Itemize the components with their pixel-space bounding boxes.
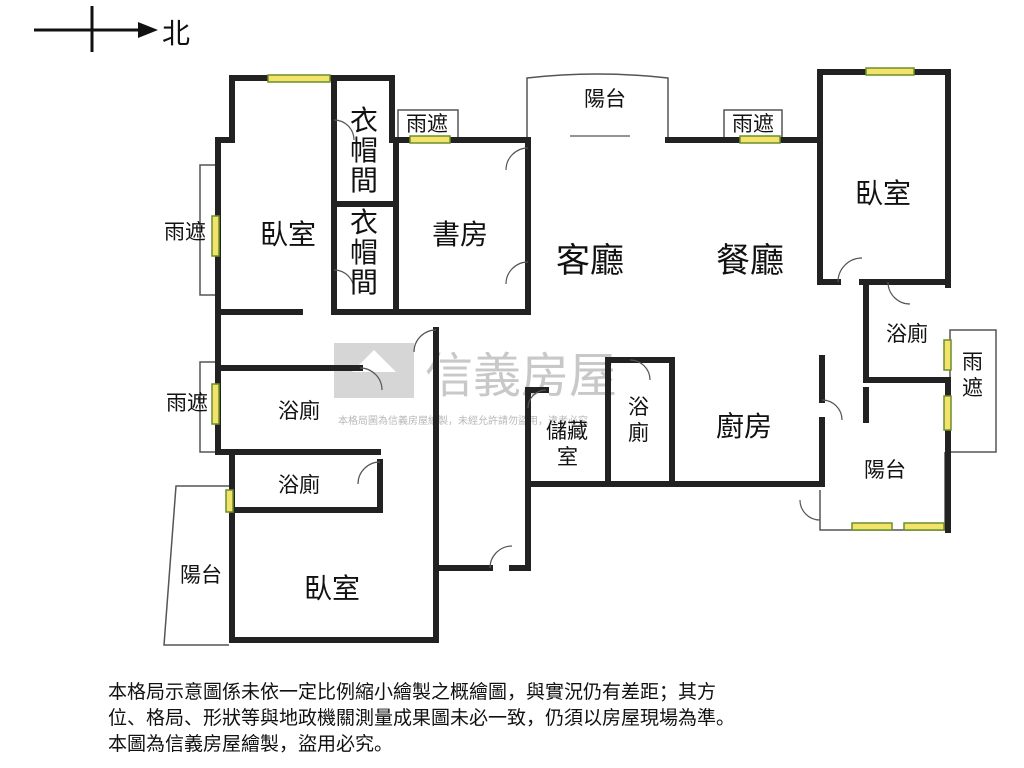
door-closet-1 (333, 119, 355, 141)
watermark-brand: 信義房屋 (425, 348, 617, 404)
window-bath-east (943, 339, 952, 371)
room-closet-2-a: 衣 (350, 206, 378, 239)
disclaimer-line-2: 位、格局、形狀等與地政機關測量成果圖未必一致，仍須以房屋現場為準。 (108, 707, 736, 729)
room-kitchen: 廚房 (716, 410, 772, 443)
room-bath-east: 浴廁 (886, 322, 928, 346)
door-bedroom-ne (837, 257, 863, 283)
wall-north-west (229, 75, 531, 143)
room-bedroom-sw: 臥室 (304, 572, 360, 605)
wall-storage-bath (525, 357, 675, 487)
window-bedroom-west (211, 215, 220, 257)
doors (333, 119, 911, 569)
door-study-1 (505, 147, 529, 171)
door-bath-center (629, 359, 651, 381)
room-balcony-top: 陽台 (584, 87, 626, 111)
room-closet-1-a: 衣 (350, 104, 378, 137)
window-bath-west (211, 383, 220, 425)
room-balcony-east: 陽台 (864, 458, 906, 482)
room-closet-1-c: 間 (350, 164, 378, 197)
window-balcony-east-1 (851, 522, 893, 531)
room-balcony-west: 陽台 (180, 563, 222, 587)
door-balcony-east (799, 499, 821, 521)
door-storage (527, 389, 547, 409)
windows (211, 67, 952, 531)
room-closet-2-c: 間 (350, 266, 378, 299)
room-study: 書房 (432, 218, 488, 251)
awning-west-1: 雨遮 (164, 220, 206, 244)
door-bedroom-sw (489, 545, 513, 569)
watermark: 信義房屋 本格局圖為信義房屋繪製，未經允許請勿盜用，違者必究 (334, 343, 617, 427)
room-bedroom-ne: 臥室 (855, 177, 911, 210)
door-hall (413, 329, 437, 353)
awning-west-2: 雨遮 (166, 391, 208, 415)
wall-bath-east (863, 279, 951, 533)
room-bedroom-nw: 臥室 (260, 218, 316, 251)
disclaimer-notice: 本格局示意圖係未依一定比例縮小繪製之概繪圖，與實況仍有差距；其方 位、格局、形狀… (108, 679, 988, 757)
room-living: 客廳 (556, 241, 624, 281)
window-study (409, 135, 451, 144)
window-bedroom-ne (865, 67, 915, 76)
compass: 北 (34, 6, 190, 52)
wall-west-upper (215, 75, 303, 315)
room-closet-1-b: 帽 (350, 134, 378, 167)
balcony-top-outline (526, 73, 669, 140)
window-dining (739, 135, 781, 144)
window-bath-west-2 (225, 489, 234, 513)
balcony-west-outline (163, 485, 229, 646)
awning-top-left: 雨遮 (406, 112, 448, 136)
door-bath-east (887, 281, 911, 305)
door-bath-west-1 (359, 367, 383, 391)
disclaimer-line-1: 本格局示意圖係未依一定比例縮小繪製之概繪圖，與實況仍有差距；其方 (108, 681, 717, 703)
disclaimer-line-3: 本圖為信義房屋繪製，盜用必究。 (108, 733, 394, 755)
awning-east-a: 雨 (962, 350, 983, 374)
room-labels: 臥室 衣 帽 間 衣 帽 間 書房 客廳 餐廳 臥室 浴廁 浴廁 浴廁 儲藏 室… (180, 87, 928, 605)
wall-west-mid (215, 309, 381, 455)
room-closet-2-b: 帽 (350, 236, 378, 269)
room-storage-b: 室 (557, 445, 578, 469)
wall-bedroom-ne-west (817, 137, 841, 285)
compass-arrow-icon (138, 22, 158, 38)
wall-hall-south (433, 387, 549, 571)
room-bath-center-b: 廁 (628, 421, 649, 445)
room-bath-west-1: 浴廁 (278, 399, 320, 423)
north-label: 北 (162, 17, 190, 50)
door-closet-2 (333, 269, 355, 291)
room-bath-west-2: 浴廁 (278, 473, 320, 497)
room-bath-center-a: 浴 (628, 395, 649, 419)
window-bedroom-nw (267, 74, 331, 83)
awning-east-b: 遮 (962, 376, 983, 400)
window-balcony-east (943, 395, 952, 431)
wall-southwest (229, 327, 439, 643)
awning-top-right: 雨遮 (732, 112, 774, 136)
door-study-2 (505, 261, 529, 285)
door-kitchen-balcony (821, 399, 843, 421)
window-balcony-east-2 (903, 522, 945, 531)
awning-labels: 雨遮 雨遮 雨遮 雨遮 雨 遮 (164, 112, 983, 415)
room-storage-a: 儲藏 (546, 419, 588, 443)
wall-kitchen (669, 417, 825, 487)
room-dining: 餐廳 (716, 241, 784, 281)
wall-study (393, 137, 531, 315)
door-bath-west-2 (357, 461, 381, 485)
wall-bath-west-2-bottom (229, 459, 383, 513)
